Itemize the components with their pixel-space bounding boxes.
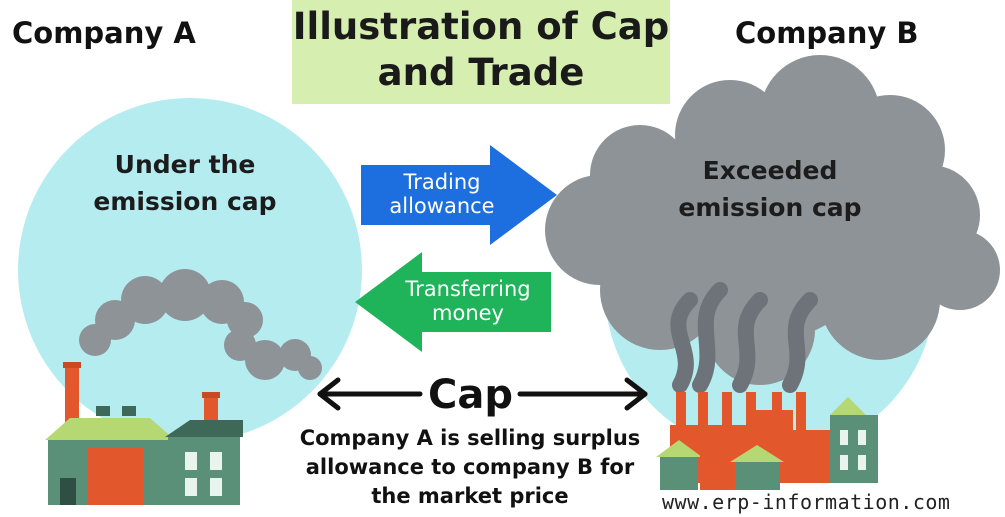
cap-label: Cap [428, 372, 513, 418]
cap-double-arrow [317, 377, 648, 411]
title-line-2: and Trade [377, 51, 585, 94]
trading-label-line-1: Trading [403, 170, 481, 194]
company-b-smoke-cloud [545, 55, 1000, 385]
page-title: Illustration of Cap and Trade [292, 4, 670, 96]
trading-label-line-2: allowance [389, 194, 495, 218]
title-banner [292, 0, 670, 104]
company-a-status: Under the emission cap [60, 146, 310, 220]
company-a-status-line-1: Under the [114, 150, 256, 179]
watermark-url: www.erp-information.com [662, 490, 951, 514]
title-line-1: Illustration of Cap [292, 5, 670, 48]
company-b-chimney-smoke [670, 282, 818, 393]
company-a-status-line-2: emission cap [93, 187, 277, 216]
company-a-smoke [79, 269, 322, 380]
trading-allowance-arrow [361, 145, 557, 245]
company-b-label: Company B [735, 16, 919, 50]
company-b-status-line-2: emission cap [678, 193, 862, 222]
description-line-2: allowance to company B for [305, 455, 635, 479]
description-line-1: Company A is selling surplus [299, 426, 641, 450]
transferring-money-arrow [355, 252, 551, 352]
company-b-status: Exceeded emission cap [640, 152, 900, 226]
description: Company A is selling surplus allowance t… [250, 424, 690, 511]
transfer-label-line-2: money [432, 301, 504, 325]
transfer-label-line-1: Transferring [405, 277, 531, 301]
company-a-label: Company A [12, 16, 196, 50]
transferring-money-label: Transferring money [388, 277, 548, 325]
description-line-3: the market price [371, 484, 569, 508]
trading-allowance-label: Trading allowance [362, 170, 522, 218]
company-b-status-line-1: Exceeded [702, 156, 838, 185]
company-b-factory [656, 392, 878, 490]
company-a-factory [45, 362, 243, 505]
